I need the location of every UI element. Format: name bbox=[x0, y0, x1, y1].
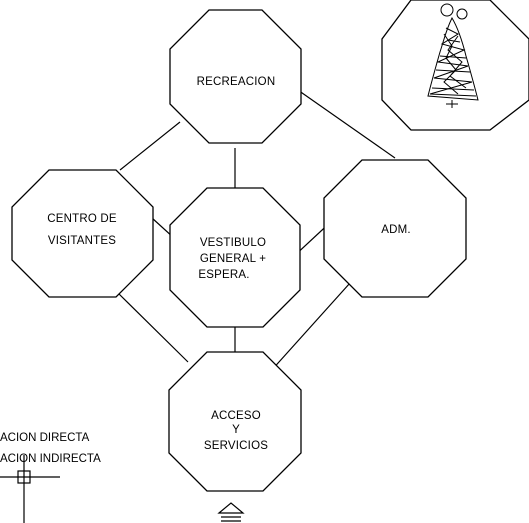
centro-visitantes-label-line2: VISITANTES bbox=[48, 235, 116, 247]
adm-node bbox=[323, 159, 467, 298]
acceso-node bbox=[168, 351, 302, 492]
connection-line bbox=[116, 291, 189, 363]
tree-icon bbox=[427, 3, 479, 108]
acceso-label-line3: SERVICIOS bbox=[204, 440, 268, 452]
crosshair-icon bbox=[0, 455, 60, 523]
vestibulo-label-line1: VESTIBULO bbox=[200, 237, 266, 249]
vestibulo-label-line2: GENERAL + bbox=[200, 253, 266, 265]
connections bbox=[116, 87, 396, 373]
vestibulo-label-line3: ESPERA. bbox=[198, 269, 249, 281]
adm-label: ADM. bbox=[381, 224, 411, 236]
centro-visitantes-label-line1: CENTRO DE bbox=[47, 213, 117, 225]
entrance-arrow-icon bbox=[217, 502, 245, 522]
legend-indirect-label: ACION INDIRECTA bbox=[0, 453, 101, 465]
centro-visitantes-node bbox=[11, 169, 154, 298]
connection-line bbox=[269, 282, 351, 373]
recreacion-node bbox=[169, 9, 302, 144]
recreacion-label: RECREACION bbox=[197, 76, 276, 88]
connection-line bbox=[294, 87, 396, 159]
connection-line bbox=[119, 121, 181, 171]
vestibulo-node bbox=[169, 187, 301, 328]
legend-direct-label: ACION DIRECTA bbox=[0, 432, 90, 444]
acceso-label-line1: ACCESO bbox=[211, 410, 261, 422]
acceso-label-line2: Y bbox=[232, 424, 240, 436]
